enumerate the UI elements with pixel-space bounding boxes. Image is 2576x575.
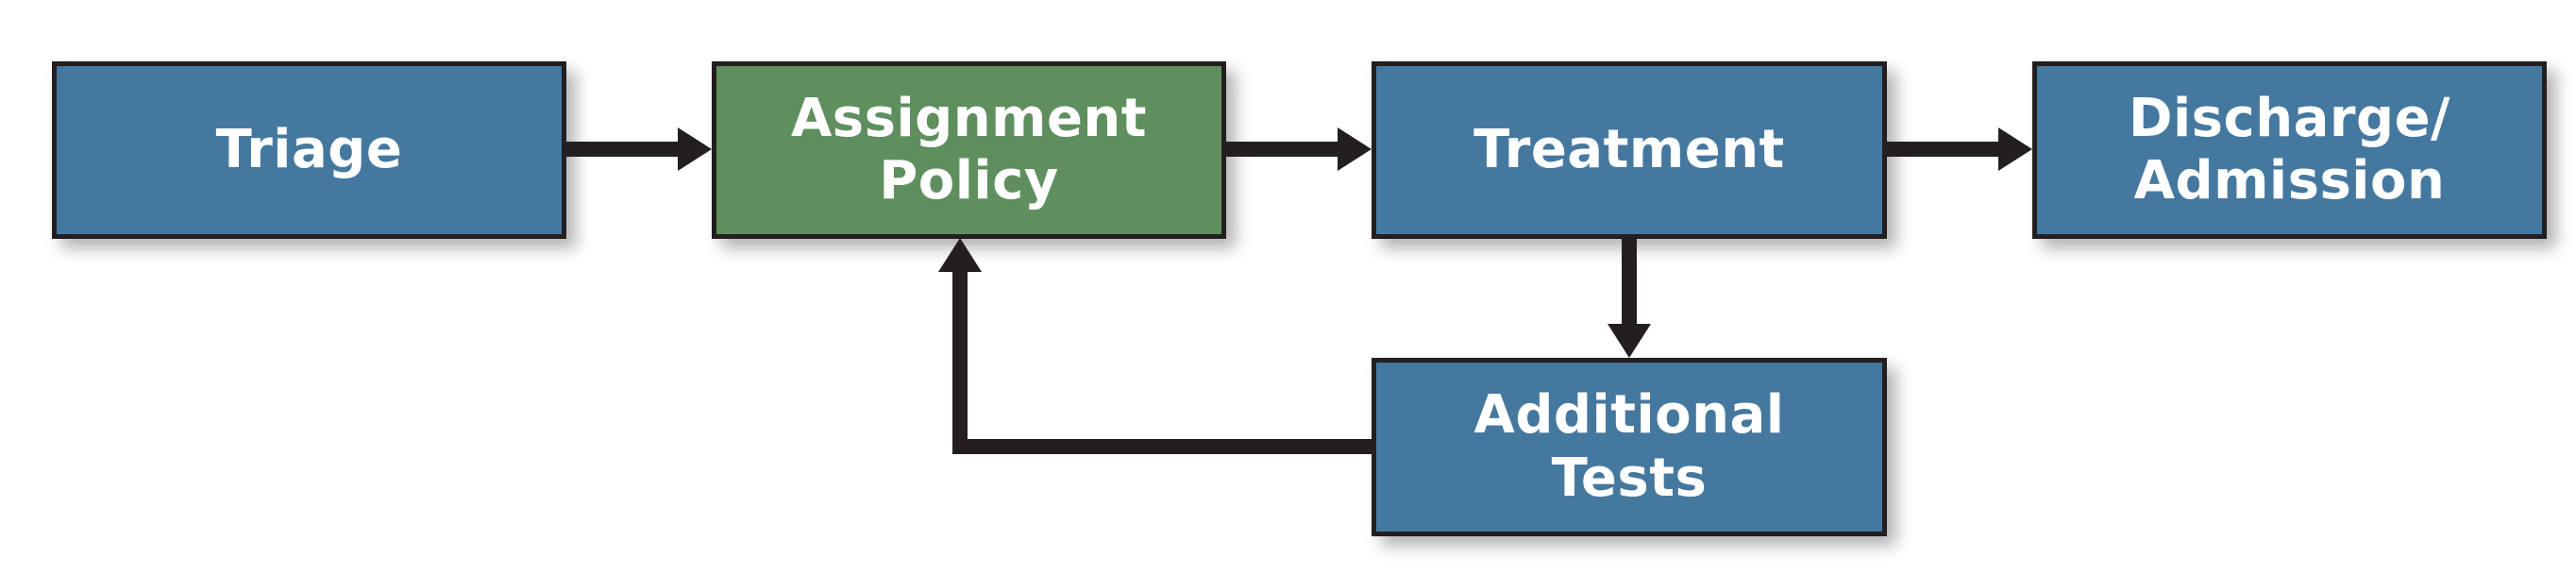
edge-tests-to-assignment-horizontal bbox=[952, 439, 1373, 454]
edge-assignment-to-treatment-line bbox=[1226, 142, 1340, 157]
arrow-right-icon bbox=[1338, 127, 1372, 171]
node-additional-tests-label: Additional Tests bbox=[1473, 384, 1785, 509]
node-additional-tests[interactable]: Additional Tests bbox=[1372, 358, 1887, 536]
edge-treatment-to-tests-line bbox=[1622, 239, 1637, 328]
node-triage[interactable]: Triage bbox=[52, 61, 566, 239]
arrow-down-icon bbox=[1608, 324, 1651, 358]
edge-treatment-to-discharge-line bbox=[1887, 142, 2001, 157]
node-assignment-policy-label: Assignment Policy bbox=[790, 87, 1148, 211]
edge-tests-to-assignment-vertical bbox=[952, 272, 968, 454]
node-triage-label: Triage bbox=[215, 118, 403, 180]
node-discharge-admission-label: Discharge/ Admission bbox=[2129, 87, 2450, 211]
node-treatment-label: Treatment bbox=[1473, 118, 1785, 180]
edge-triage-to-assignment-line bbox=[566, 142, 681, 157]
arrow-right-icon bbox=[1998, 127, 2032, 171]
node-assignment-policy[interactable]: Assignment Policy bbox=[712, 61, 1226, 239]
node-treatment[interactable]: Treatment bbox=[1372, 61, 1887, 239]
arrow-up-icon bbox=[938, 238, 982, 272]
arrow-right-icon bbox=[678, 127, 712, 171]
node-discharge-admission[interactable]: Discharge/ Admission bbox=[2032, 61, 2547, 239]
